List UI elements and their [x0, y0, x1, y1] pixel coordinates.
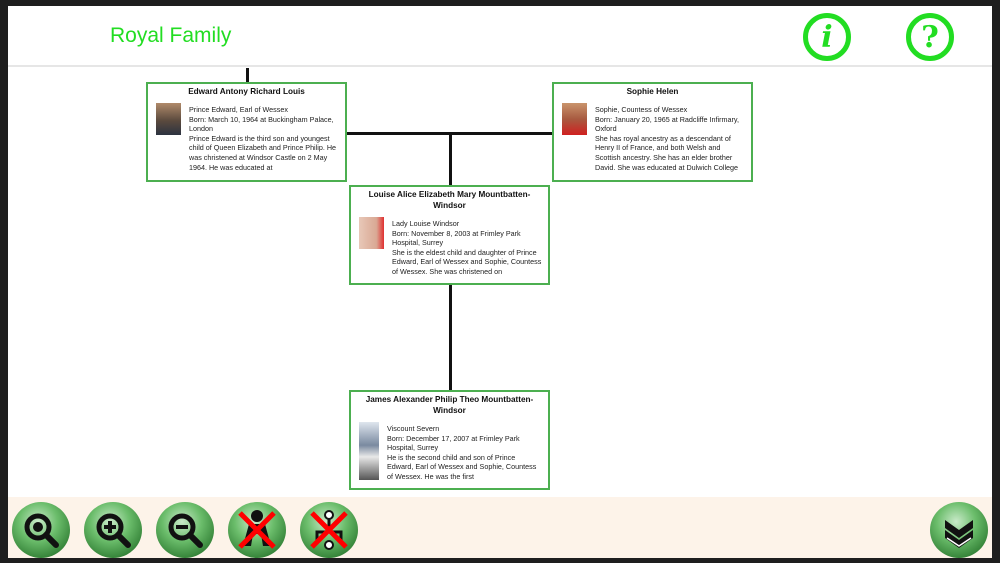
person-bio: She is the eldest child and daughter of …	[392, 247, 542, 276]
zoom-in-icon	[96, 513, 131, 548]
person-photo	[359, 217, 384, 249]
person-card[interactable]: Louise Alice Elizabeth Mary Mountbatten-…	[349, 185, 550, 285]
page-title: Royal Family	[110, 24, 232, 47]
person-disabled-icon	[238, 510, 276, 549]
header: Royal Family i ?	[8, 6, 992, 67]
person-name: Sophie Helen	[626, 87, 679, 96]
hide-tree-button[interactable]	[300, 502, 358, 558]
info-icon: i	[821, 19, 833, 55]
zoom-fit-icon	[24, 513, 59, 548]
zoom-in-button[interactable]	[84, 502, 142, 558]
hide-person-button[interactable]	[228, 502, 286, 558]
person-bio: He is the second child and son of Prince…	[387, 452, 537, 481]
person-bio: Prince Edward is the third son and young…	[189, 133, 337, 172]
person-name: Louise Alice Elizabeth Mary Mountbatten-…	[368, 190, 531, 210]
person-title: Viscount Severn	[387, 424, 440, 433]
help-icon: ?	[921, 19, 939, 55]
person-name: James Alexander Philip Theo Mountbatten-…	[365, 395, 534, 415]
app-window: Royal Family i ? Edward Antony Richard L…	[8, 6, 992, 558]
zoom-out-icon	[168, 513, 203, 548]
person-name: Edward Antony Richard Louis	[188, 87, 305, 96]
person-born: Born: January 20, 1965 at Radcliffe Infi…	[595, 114, 739, 134]
collapse-toolbar-button[interactable]	[930, 502, 988, 558]
person-born: Born: December 17, 2007 at Frimley Park …	[387, 433, 520, 453]
person-photo	[156, 103, 181, 135]
person-title: Sophie, Countess of Wessex	[595, 105, 688, 114]
bottom-toolbar	[8, 497, 992, 558]
tree-disabled-icon	[310, 510, 348, 550]
person-bio: She has royal ancestry as a descendant o…	[595, 133, 739, 172]
person-title: Lady Louise Windsor	[392, 219, 460, 228]
connector-line	[246, 68, 249, 83]
connector-line	[449, 285, 452, 390]
person-card[interactable]: James Alexander Philip Theo Mountbatten-…	[349, 390, 550, 490]
zoom-out-button[interactable]	[156, 502, 214, 558]
person-card[interactable]: Edward Antony Richard Louis Prince Edwar…	[146, 82, 347, 182]
person-born: Born: November 8, 2003 at Frimley Park H…	[392, 228, 521, 248]
zoom-fit-button[interactable]	[12, 502, 70, 558]
person-born: Born: March 10, 1964 at Buckingham Palac…	[189, 114, 334, 134]
info-button[interactable]: i	[803, 13, 851, 61]
connector-line	[449, 133, 452, 185]
person-photo	[359, 422, 379, 480]
chevron-down-icon	[945, 520, 973, 548]
person-title: Prince Edward, Earl of Wessex	[189, 105, 288, 114]
person-photo	[562, 103, 587, 135]
help-button[interactable]: ?	[906, 13, 954, 61]
